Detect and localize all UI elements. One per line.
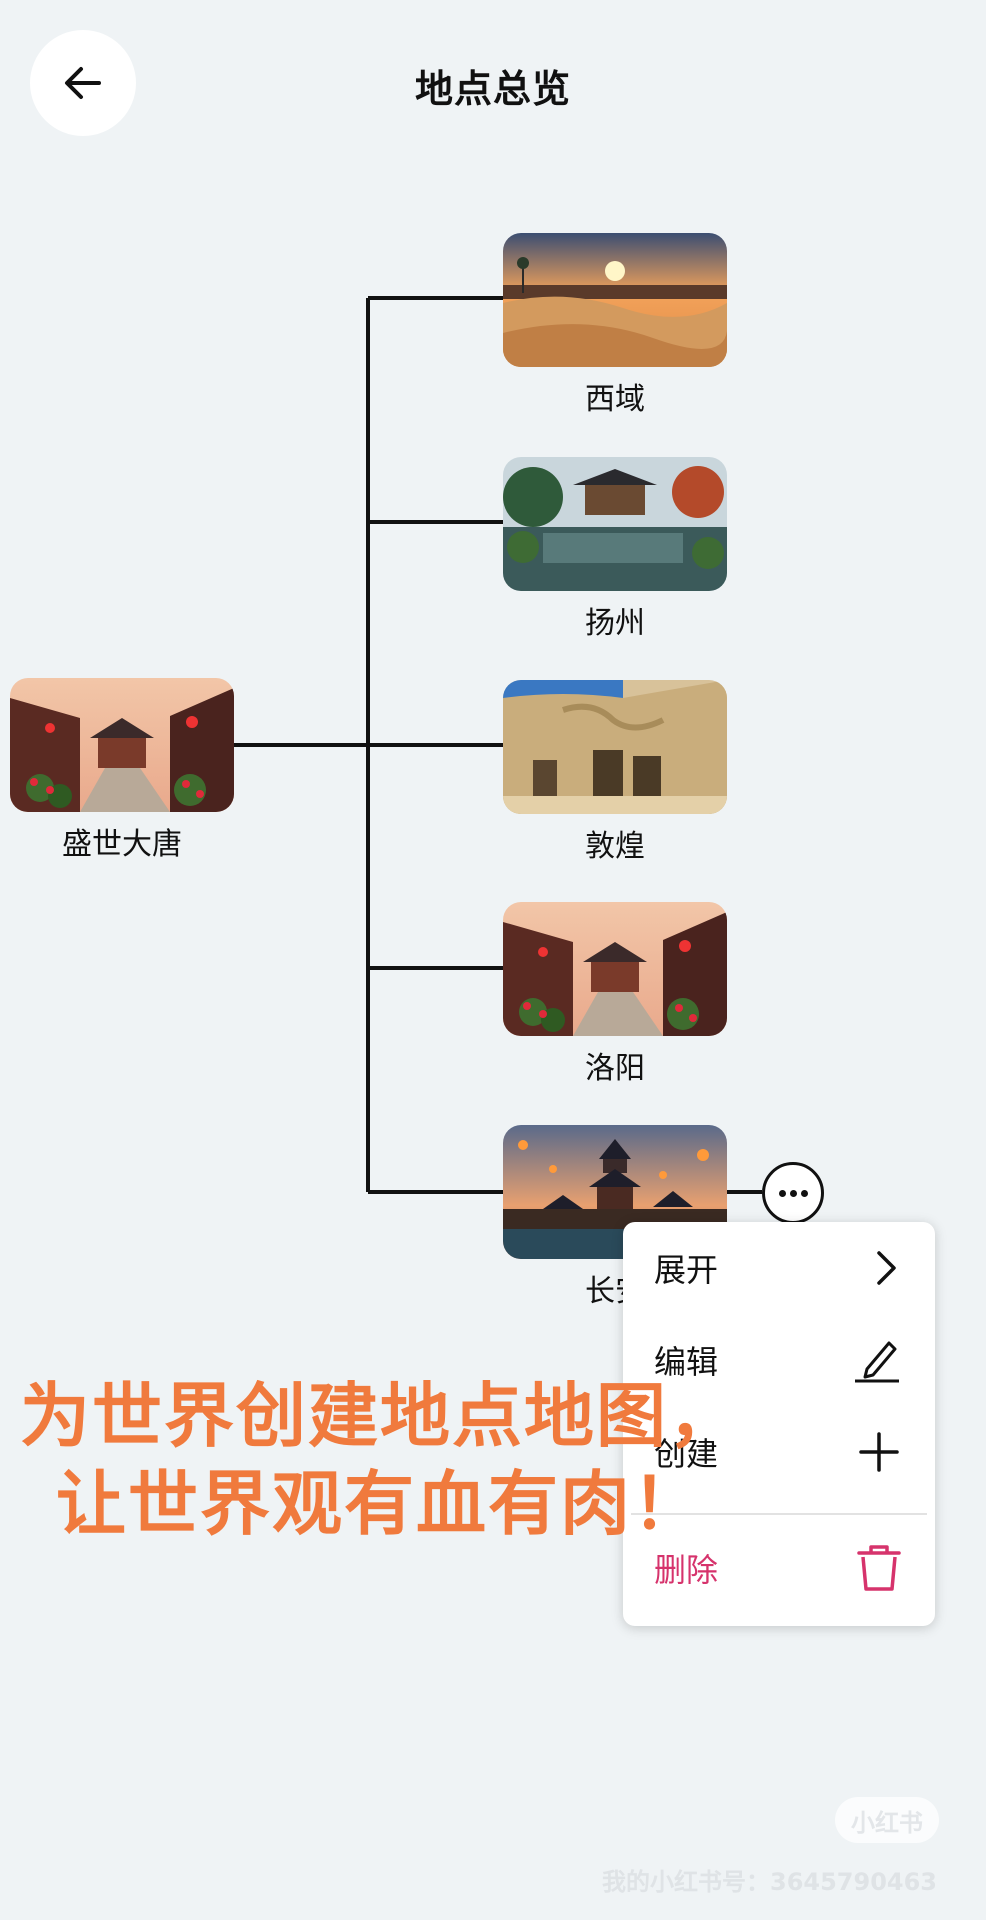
more-options-button[interactable] (762, 1162, 824, 1224)
dot (778, 1189, 786, 1197)
location-label: 盛世大唐 (62, 827, 182, 862)
location-label: 西域 (585, 382, 645, 417)
dot (789, 1189, 797, 1197)
menu-item-label: 编辑 (654, 1343, 719, 1381)
menu-item-edit[interactable]: 编辑 (623, 1314, 935, 1406)
menu-item-label: 展开 (654, 1251, 719, 1289)
chevron-right-icon (877, 1251, 896, 1285)
watermark-logo: 小红书 (835, 1797, 939, 1843)
location-thumbnail (10, 678, 234, 812)
location-thumbnail (503, 680, 727, 814)
location-label: 扬州 (585, 606, 645, 641)
menu-item-create[interactable]: 创建 (623, 1406, 935, 1498)
menu-item-label: 删除 (654, 1551, 719, 1589)
menu-item-label: 创建 (654, 1435, 719, 1473)
promo-line-2: 让世界观有血有肉！ (56, 1463, 704, 1545)
page-title: 地点总览 (414, 67, 571, 111)
trash-icon (857, 1545, 901, 1591)
back-button[interactable] (30, 30, 136, 136)
promo-caption: 为世界创建地点地图， 让世界观有血有肉！ (20, 1372, 740, 1548)
location-node-luoyang[interactable]: 洛阳 (503, 902, 727, 1088)
location-label: 洛阳 (585, 1051, 645, 1086)
menu-item-delete[interactable]: 删除 (623, 1522, 935, 1614)
menu-divider (631, 1513, 927, 1515)
context-menu: 展开 编辑 创建 删除 (623, 1222, 935, 1626)
location-thumbnail (503, 457, 727, 591)
arrow-left-icon (65, 67, 101, 99)
location-thumbnail (503, 233, 727, 367)
location-node-dunhuang[interactable]: 敦煌 (503, 680, 727, 866)
location-label: 敦煌 (585, 829, 645, 864)
dot (800, 1189, 808, 1197)
plus-icon (859, 1432, 899, 1472)
location-node-xiyu[interactable]: 西域 (503, 233, 727, 419)
location-thumbnail (503, 902, 727, 1036)
root-location-node[interactable]: 盛世大唐 (10, 678, 234, 864)
watermark-text: 我的小红书号：3645790463 (602, 1868, 937, 1896)
menu-item-expand[interactable]: 展开 (623, 1222, 935, 1314)
pencil-icon (855, 1341, 899, 1383)
location-node-yangzhou[interactable]: 扬州 (503, 457, 727, 643)
promo-line-1: 为世界创建地点地图， (20, 1375, 740, 1457)
